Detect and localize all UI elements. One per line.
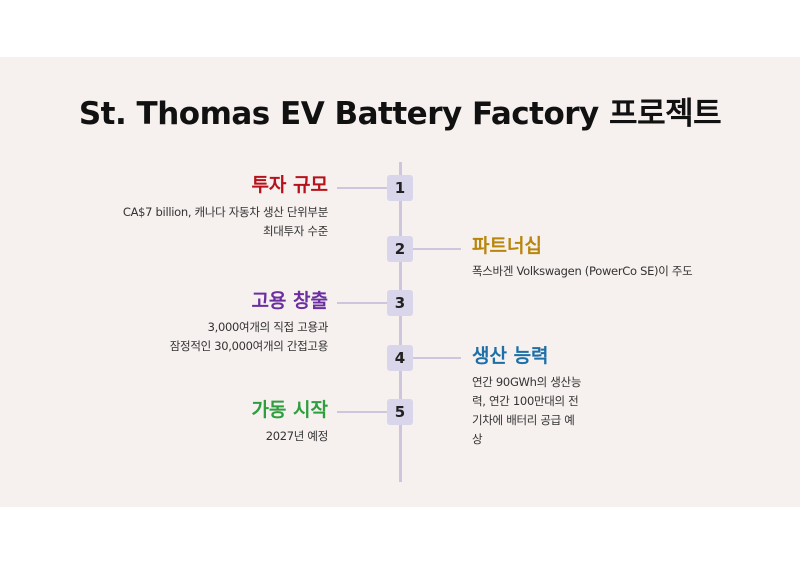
item-desc-capacity: 연간 90GWh의 생산능 력, 연간 100만대의 전 기차에 배터리 공급 … bbox=[472, 373, 612, 449]
item-desc-employment: 3,000여개의 직접 고용과 잠정적인 30,000여개의 간접고용 bbox=[28, 318, 329, 356]
step-badge-5: 5 bbox=[387, 399, 413, 425]
item-title-employment: 고용 창출 bbox=[251, 290, 328, 312]
page-title: St. Thomas EV Battery Factory 프로젝트 bbox=[78, 96, 722, 132]
connector-5 bbox=[337, 411, 387, 413]
item-desc-line: 기차에 배터리 공급 예 bbox=[472, 413, 575, 427]
step-badge-4: 4 bbox=[387, 345, 413, 371]
item-desc-line: CA$7 billion, 캐나다 자동차 생산 단위부분 bbox=[122, 205, 328, 219]
connector-2 bbox=[413, 248, 461, 250]
item-desc-line: 상 bbox=[472, 432, 483, 446]
item-desc-line: 잠정적인 30,000여개의 간접고용 bbox=[169, 339, 329, 353]
item-desc-partnership: 폭스바겐 Volkswagen (PowerCo SE)이 주도 bbox=[472, 262, 772, 281]
item-desc-line: 연간 90GWh의 생산능 bbox=[472, 375, 582, 389]
item-desc-line: 3,000여개의 직접 고용과 bbox=[207, 320, 329, 334]
item-desc-line: 최대투자 수준 bbox=[262, 224, 328, 238]
step-badge-3: 3 bbox=[387, 290, 413, 316]
step-badge-1: 1 bbox=[387, 175, 413, 201]
item-desc-line: 2027년 예정 bbox=[265, 429, 329, 443]
item-desc-investment: CA$7 billion, 캐나다 자동차 생산 단위부분 최대투자 수준 bbox=[28, 203, 328, 241]
item-title-partnership: 파트너십 bbox=[472, 235, 542, 257]
item-title-investment: 투자 규모 bbox=[251, 174, 328, 196]
connector-4 bbox=[413, 357, 461, 359]
connector-1 bbox=[337, 187, 387, 189]
item-desc-line: 폭스바겐 Volkswagen (PowerCo SE)이 주도 bbox=[472, 264, 693, 278]
item-desc-line: 력, 연간 100만대의 전 bbox=[472, 394, 579, 408]
item-title-operation-start: 가동 시작 bbox=[251, 399, 328, 421]
item-desc-operation-start: 2027년 예정 bbox=[28, 427, 329, 446]
step-badge-2: 2 bbox=[387, 236, 413, 262]
item-title-capacity: 생산 능력 bbox=[472, 345, 549, 367]
timeline-axis bbox=[399, 162, 402, 482]
connector-3 bbox=[337, 302, 387, 304]
